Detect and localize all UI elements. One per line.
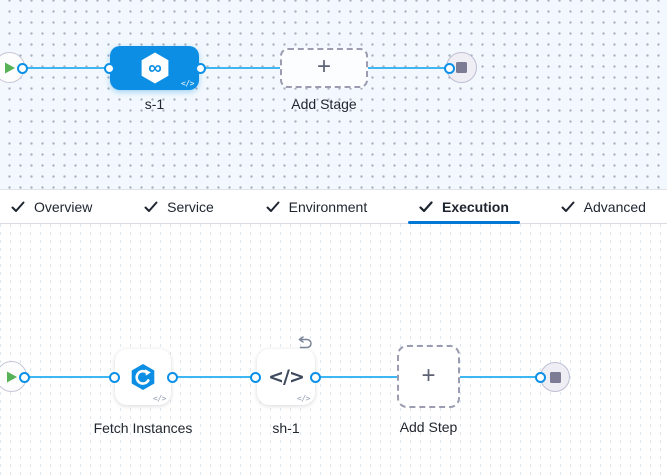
shell-script-icon: </>: [268, 366, 305, 388]
code-icon: </>: [153, 394, 166, 403]
plus-icon: +: [316, 53, 331, 80]
check-icon: [561, 201, 575, 212]
tab-label: Overview: [34, 198, 93, 215]
code-icon: </>: [297, 394, 310, 403]
tab-service[interactable]: Service: [133, 190, 225, 223]
port-dot: [194, 62, 206, 74]
stage-label: s-1: [144, 96, 165, 112]
check-icon: [419, 200, 433, 212]
port-dot: [103, 62, 115, 74]
looping-strategy-icon: [294, 336, 314, 356]
tab-overview[interactable]: Overview: [0, 190, 103, 223]
stage-pipeline-canvas: ∞ </> s-1 + Add Stage: [0, 0, 667, 189]
step-node-sh-1[interactable]: </> </>: [257, 349, 315, 405]
cd-stage-hexagon-icon: ∞: [141, 52, 168, 84]
tab-environment[interactable]: Environment: [255, 190, 379, 223]
check-icon: [266, 201, 280, 212]
port-dot: [309, 371, 321, 383]
step-label: sh-1: [272, 420, 300, 436]
stage-node-s-1[interactable]: ∞ </>: [110, 46, 199, 90]
tab-execution[interactable]: Execution: [407, 190, 520, 224]
stop-icon: [456, 62, 467, 73]
pipeline-stage-tabs: Overview Service Environment Execution A…: [0, 189, 667, 224]
check-icon: [11, 201, 25, 212]
fetch-instances-hexagon-sync-icon: [131, 364, 155, 390]
stop-icon: [549, 371, 561, 383]
check-icon: [144, 201, 158, 212]
tab-label: Advanced: [583, 198, 646, 215]
add-stage-button[interactable]: +: [280, 48, 368, 88]
port-dot: [16, 62, 28, 74]
port-dot: [443, 62, 455, 74]
step-node-fetch-instances[interactable]: </>: [115, 349, 171, 405]
code-icon: </>: [181, 79, 194, 88]
tab-label: Environment: [288, 198, 368, 215]
execution-steps-canvas: </> Fetch Instances </> </> sh-1 + Add S…: [0, 224, 667, 475]
play-icon: [5, 62, 15, 73]
add-stage-label: Add Stage: [291, 96, 357, 112]
play-icon: [7, 371, 17, 382]
add-step-label: Add Step: [399, 419, 458, 435]
active-tab-underline: [407, 221, 520, 224]
port-dot: [18, 371, 30, 383]
plus-icon: +: [421, 361, 436, 389]
port-dot: [108, 371, 120, 383]
port-dot: [166, 371, 178, 383]
port-dot: [249, 371, 261, 383]
add-step-button[interactable]: +: [397, 345, 460, 408]
port-dot: [534, 371, 546, 383]
tab-advanced[interactable]: Advanced: [550, 190, 657, 223]
step-label: Fetch Instances: [93, 420, 193, 436]
tab-label: Execution: [441, 198, 509, 215]
infinity-icon: ∞: [148, 58, 162, 79]
tab-label: Service: [167, 198, 214, 215]
stage-edge-line: [22, 66, 449, 69]
pipeline-end-node: [446, 52, 477, 83]
